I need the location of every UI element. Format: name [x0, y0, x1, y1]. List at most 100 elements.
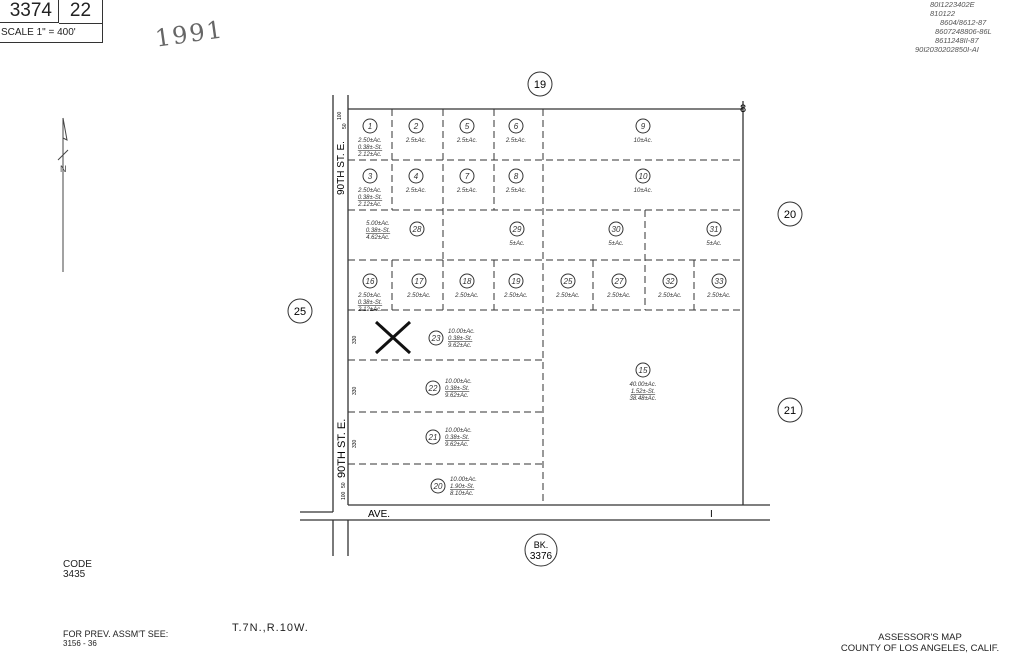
code-value: 3435 [63, 569, 86, 580]
parcel-31[interactable]: 315±Ac. [706, 221, 722, 247]
parcel-number-circle [425, 429, 441, 445]
parcel-number: 33 [715, 277, 724, 286]
parcel-number-circle [662, 273, 678, 289]
parcel-area: 10.00±Ac. [445, 428, 472, 434]
parcel-29[interactable]: 29 5±Ac. [509, 221, 525, 247]
parcel-1[interactable]: 12.50±Ac.0.38±-St.2.12±Ac. [357, 118, 382, 158]
parcel-number: 2 [413, 122, 419, 131]
parcel-18[interactable]: 182.50±Ac. [454, 273, 479, 299]
parcel-area: 10.00±Ac. [450, 477, 477, 483]
parcel-area: 1.52±-St. [631, 389, 655, 395]
parcel-number: 7 [465, 172, 470, 181]
parcel-area: 40.00±Ac. [630, 382, 657, 388]
parcel-number: 3 [368, 172, 373, 181]
parcel-area: 2.50±Ac. [454, 293, 479, 299]
parcel-27[interactable]: 272.50±Ac. [606, 273, 631, 299]
parcel-33[interactable]: 33 2.50±Ac. [706, 273, 731, 299]
street-lines [300, 95, 770, 556]
parcel-25[interactable]: 25 2.50±Ac. [555, 273, 580, 299]
parcel-number: 20 [433, 482, 443, 491]
x-mark [374, 320, 412, 355]
parcel-9[interactable]: 910±Ac. [634, 118, 653, 144]
parcel-area: 38.48±Ac. [630, 396, 657, 402]
parcel-8[interactable]: 82.5±Ac. [505, 168, 526, 194]
parcel-number-circle [560, 273, 576, 289]
parcel-number: 25 [563, 277, 573, 286]
parcel-number: 27 [614, 277, 624, 286]
lot-lines [348, 109, 743, 505]
parcel-area: 2.5±Ac. [405, 138, 426, 144]
parcel-area: 10.00±Ac. [448, 329, 475, 335]
parcel-number: 19 [512, 277, 521, 286]
stamp: 810122 [930, 9, 956, 18]
adjacent-east-upper[interactable]: 20 [784, 209, 796, 221]
parcel-number-circle [509, 221, 525, 237]
dim: 50 [342, 123, 348, 129]
prev-assessment-value[interactable]: 3156 - 36 [63, 639, 97, 648]
parcel-number-circle [459, 118, 475, 134]
scale-label: SCALE 1" = 400' [1, 27, 76, 38]
parcel-area: 0.38±-St. [358, 300, 382, 306]
parcel-area: 0.38±-St. [358, 145, 382, 151]
parcel-16[interactable]: 162.50±Ac.0.38±-St.2.12±Ac. [357, 273, 382, 313]
adjacent-south-label: BK. [534, 540, 549, 550]
footer-title: ASSESSOR'S MAP [878, 632, 962, 643]
parcel-area: 2.50±Ac. [555, 293, 580, 299]
parcel-5[interactable]: 52.5±Ac. [456, 118, 477, 144]
adjacent-west[interactable]: 25 [294, 306, 306, 318]
parcel-area: 2.50±Ac. [357, 293, 382, 299]
parcel-number: 23 [431, 334, 441, 343]
parcel-2[interactable]: 2 2.5±Ac. [405, 118, 426, 144]
parcel-area: 5±Ac. [608, 241, 623, 247]
parcel-28[interactable]: 285.00±Ac.0.38±-St.4.62±Ac. [366, 221, 425, 241]
township-range: T.7N.,R.10W. [232, 622, 309, 634]
footer-county: COUNTY OF LOS ANGELES, CALIF. [840, 643, 1000, 654]
parcel-number-circle [459, 168, 475, 184]
revision-stamps: 80I1223402E 810122 8604/8612-87 86072488… [915, 0, 992, 54]
parcel-17[interactable]: 172.50±Ac. [406, 273, 431, 299]
page-number: 22 [59, 0, 102, 24]
parcel-number-circle [706, 221, 722, 237]
parcel-number: 22 [428, 384, 438, 393]
map-number-box: 3374 22 SCALE 1" = 400' [0, 0, 103, 43]
parcel-area: 5±Ac. [509, 241, 524, 247]
prev-assessment: FOR PREV. ASSM'T SEE: 3156 - 36 [63, 630, 168, 649]
parcel-number: 16 [366, 277, 375, 286]
stamp: 8607248806-86L [935, 27, 992, 36]
parcel-number: 29 [512, 225, 522, 234]
parcel-number-circle [611, 273, 627, 289]
parcel-4[interactable]: 42.5±Ac. [405, 168, 426, 194]
parcel-number-circle [411, 273, 427, 289]
parcel-area: 2.50±Ac. [406, 293, 431, 299]
footer: ASSESSOR'S MAP COUNTY OF LOS ANGELES, CA… [825, 632, 1015, 654]
parcel-area: 5±Ac. [706, 241, 721, 247]
parcel-30[interactable]: 305±Ac. [608, 221, 624, 247]
parcel-area: 5.00±Ac. [366, 221, 390, 227]
parcel-number: 28 [412, 225, 422, 234]
adjacent-north[interactable]: 19 [534, 79, 546, 91]
parcel-area: 2.50±Ac. [357, 188, 382, 194]
adjacent-south[interactable]: 3376 [530, 551, 553, 562]
parcel-area: 2.5±Ac. [405, 188, 426, 194]
parcel-3[interactable]: 32.50±Ac.0.38±-St.2.12±Ac. [357, 168, 382, 208]
parcel-6[interactable]: 62.5±Ac. [505, 118, 526, 144]
parcel-area: 8.10±Ac. [450, 491, 474, 497]
parcel-area: 2.50±Ac. [706, 293, 731, 299]
parcel-number-circle [425, 380, 441, 396]
adjacent-east-lower[interactable]: 21 [784, 405, 796, 417]
parcel-area: 2.5±Ac. [456, 188, 477, 194]
parcel-number-circle [409, 221, 425, 237]
parcel-7[interactable]: 7 2.5±Ac. [456, 168, 477, 194]
parcel-32[interactable]: 322.50±Ac. [657, 273, 682, 299]
parcel-number-circle [711, 273, 727, 289]
stamp: 8604/8612-87 [940, 18, 987, 27]
parcel-19[interactable]: 192.50±Ac. [503, 273, 528, 299]
parcel-area: 9.62±Ac. [445, 442, 469, 448]
